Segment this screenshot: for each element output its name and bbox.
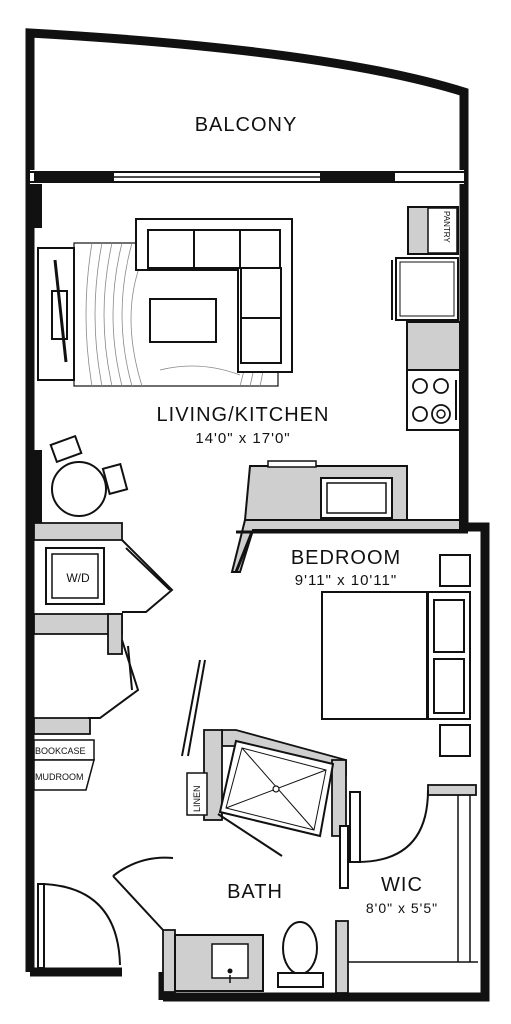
nightstand	[439, 554, 471, 757]
vanity	[174, 934, 264, 992]
wic-shelving	[348, 795, 478, 963]
burner-icon	[433, 378, 449, 394]
wic-dimensions: 8'0" x 5'5"	[366, 900, 438, 916]
living-kitchen-dimensions: 14'0" x 17'0"	[195, 430, 290, 447]
bed	[321, 591, 471, 720]
refrigerator	[391, 257, 459, 321]
coffee-table	[149, 298, 217, 343]
bookcase-label: BOOKCASE	[35, 746, 86, 756]
bookcase: BOOKCASE MUDROOM	[33, 739, 95, 791]
bedroom-label: BEDROOM	[291, 547, 401, 569]
balcony-glazing	[30, 170, 464, 525]
washer-dryer: W/D	[45, 547, 105, 605]
linen-label: LINEN	[192, 785, 202, 812]
pantry-label: PANTRY	[442, 211, 451, 243]
wic-doors	[339, 789, 429, 889]
kitchen-sink	[267, 460, 393, 519]
bedroom-dimensions: 9'11" x 10'11"	[295, 572, 397, 589]
tv-console	[37, 247, 75, 381]
burner-icon	[412, 406, 428, 422]
bath-door-swing	[112, 659, 283, 931]
living-kitchen-label: LIVING/KITCHEN	[157, 404, 330, 426]
entry-door	[37, 883, 121, 969]
pantry: PANTRY	[407, 206, 459, 255]
balcony-label: BALCONY	[195, 114, 298, 136]
bath-label: BATH	[227, 881, 283, 903]
shower	[218, 739, 335, 838]
washer-dryer-label: W/D	[66, 571, 90, 585]
sectional-sofa	[135, 218, 293, 373]
laundry-doors	[88, 539, 174, 719]
mudroom-label: MUDROOM	[35, 772, 84, 782]
dining-set	[49, 434, 129, 517]
wic-label: WIC	[381, 874, 423, 896]
exterior-walls	[25, 28, 490, 1002]
bedroom-wall	[234, 530, 468, 573]
burner-icon	[431, 404, 451, 424]
burner-icon	[412, 378, 428, 394]
cooktop	[406, 369, 461, 431]
toilet	[277, 921, 324, 988]
linen-closet: LINEN	[186, 772, 208, 816]
